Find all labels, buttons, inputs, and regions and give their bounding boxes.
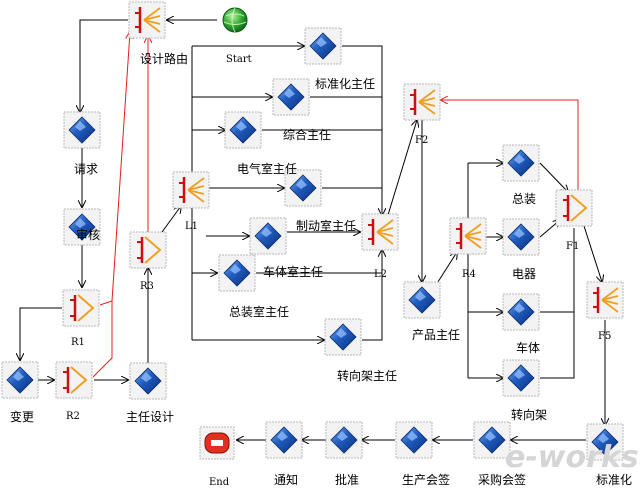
edge-f1-to-f5 — [583, 225, 602, 282]
edges — [20, 20, 605, 440]
label-assembly-director: 总装室主任 — [229, 305, 290, 319]
body-task[interactable] — [502, 293, 540, 331]
label-assembly: 总装 — [512, 192, 537, 206]
f2-join[interactable] — [403, 83, 441, 121]
change-task[interactable] — [1, 361, 39, 399]
start-node[interactable] — [222, 7, 248, 33]
label-standardization-director: 标准化主任 — [315, 77, 376, 91]
f5-join[interactable] — [586, 281, 624, 319]
label-review: 审核 — [76, 228, 101, 242]
label-r1: R1 — [71, 337, 85, 348]
label-request: 请求 — [74, 162, 99, 176]
label-product-director: 产品主任 — [412, 328, 461, 342]
label-bogie: 转向架 — [511, 408, 548, 422]
label-end: End — [209, 477, 230, 488]
edge-standardization-director-to-l2 — [342, 45, 382, 215]
review-task[interactable] — [63, 208, 101, 246]
label-general-director: 综合主任 — [283, 128, 332, 142]
label-change: 变更 — [10, 410, 35, 424]
edge-product-director-to-r4 — [435, 252, 457, 286]
f1-split[interactable] — [555, 189, 593, 227]
edge-r1-to-change — [20, 307, 62, 360]
end-node[interactable] — [199, 426, 235, 460]
label-f1: F1 — [566, 241, 580, 252]
label-director-design: 主任设计 — [126, 410, 175, 424]
red-edges — [92, 32, 579, 378]
label-l1: L1 — [185, 221, 199, 232]
label-start: Start — [226, 54, 252, 65]
label-approval: 批准 — [335, 473, 360, 487]
label-f5: F5 — [598, 331, 612, 342]
bogie-task[interactable] — [502, 359, 540, 397]
r2-split[interactable] — [55, 361, 93, 399]
edge-assembly-to-f1 — [539, 162, 568, 192]
assembly-director-task[interactable] — [218, 254, 256, 292]
electrical-director-task[interactable] — [224, 111, 262, 149]
standardization-task[interactable] — [586, 423, 624, 461]
edge-l2-to-f2 — [387, 120, 417, 216]
label-electric: 电器 — [512, 267, 537, 281]
r1-split[interactable] — [62, 289, 100, 327]
label-f2: F2 — [415, 135, 429, 146]
product-director-task[interactable] — [403, 281, 441, 319]
brake-director-task[interactable] — [284, 169, 322, 207]
label-electrical-director: 电气室主任 — [237, 162, 298, 176]
label-body: 车体 — [516, 341, 541, 355]
label-production-sign: 生产会签 — [402, 473, 451, 487]
edge-r2-to-design-route-red — [92, 300, 113, 378]
edge-f1-to-f2-red — [441, 100, 579, 190]
label-standardization: 标准化 — [596, 473, 633, 487]
approval-task[interactable] — [325, 421, 363, 459]
label-notify: 通知 — [274, 473, 299, 487]
general-director-task[interactable] — [272, 78, 310, 116]
director-design-task[interactable] — [129, 362, 167, 400]
label-purchase-sign: 采购会签 — [478, 473, 527, 487]
watermark-text: e-works — [505, 440, 639, 475]
label-r2: R2 — [66, 411, 80, 422]
production-sign-task[interactable] — [395, 421, 433, 459]
bogie-director-task[interactable] — [324, 318, 362, 356]
nodes — [1, 1, 624, 461]
label-l2: L2 — [374, 269, 388, 280]
edge-bogie-director-to-l2 — [362, 250, 383, 341]
electric-task[interactable] — [502, 218, 540, 256]
purchase-sign-task[interactable] — [473, 421, 511, 459]
r3-split[interactable] — [129, 231, 167, 269]
label-body-director: 车体室主任 — [263, 265, 324, 279]
label-design-route: 设计路由 — [140, 52, 189, 66]
label-r3: R3 — [140, 281, 154, 292]
l1-join[interactable] — [172, 171, 210, 209]
l2-join[interactable] — [361, 213, 399, 251]
assembly-task[interactable] — [502, 144, 540, 182]
notify-task[interactable] — [265, 421, 303, 459]
edge-r3-to-l1 — [161, 206, 181, 233]
label-r4: R4 — [462, 269, 476, 280]
design-route-join[interactable] — [128, 1, 166, 39]
r4-join[interactable] — [449, 217, 487, 255]
request-task[interactable] — [63, 111, 101, 149]
edge-bogie-to-f1 — [540, 312, 575, 379]
standardization-director-task[interactable] — [304, 27, 342, 65]
label-bogie-director: 转向架主任 — [337, 369, 398, 383]
label-brake-director: 制动室主任 — [296, 219, 357, 233]
edge-r1-to-design-route-red — [99, 32, 130, 306]
edge-design-route-to-request — [80, 19, 128, 112]
body-director-task[interactable] — [249, 217, 287, 255]
